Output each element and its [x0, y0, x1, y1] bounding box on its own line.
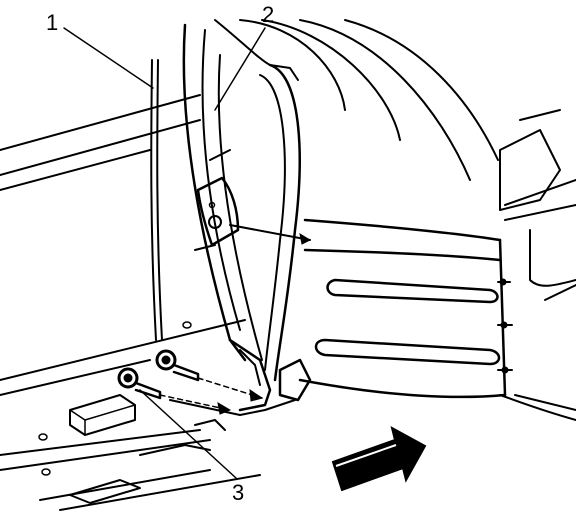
callout-1-label: 1	[46, 10, 58, 35]
door-pillar	[182, 23, 301, 382]
forward-direction-arrow-icon	[331, 426, 427, 492]
callout-1-leader	[63, 27, 154, 89]
wheelhouse-panel	[214, 19, 513, 399]
bolt-left	[117, 367, 232, 415]
rear-fascia	[499, 109, 576, 421]
weatherstrip-seal	[150, 59, 163, 341]
rocker-panel	[0, 94, 261, 511]
callout-2-label: 2	[262, 2, 274, 27]
callout-3-leader	[139, 389, 237, 479]
callout-2-leader	[214, 27, 266, 111]
bolt-right	[155, 349, 264, 402]
callout-3-label: 3	[232, 480, 244, 505]
lower-bracket	[139, 338, 312, 456]
